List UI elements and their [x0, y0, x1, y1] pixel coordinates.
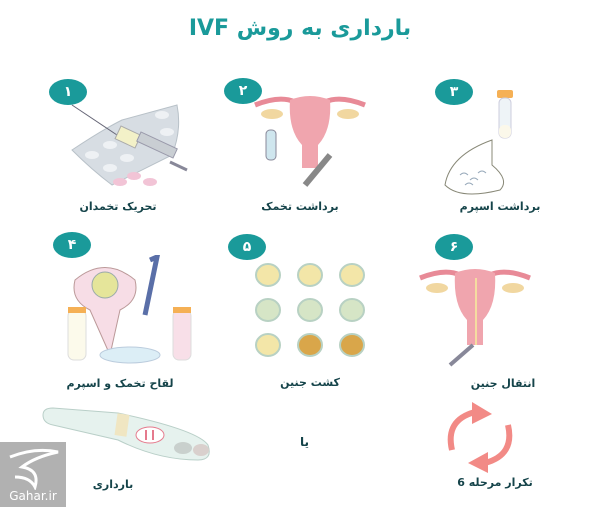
pregnancy-test-icon [42, 407, 210, 461]
watermark-text: Gahar.ir [9, 489, 57, 503]
step-4-label: لقاح تخمک و اسپرم [66, 377, 174, 390]
sperm-sample-tube-icon [444, 90, 513, 195]
repeat-cycle-icon [447, 402, 513, 473]
step-5-label: کشت جنین [280, 376, 340, 389]
step-6-label: انتقال جنین [470, 377, 536, 390]
step-1-badge: ۱ [49, 79, 87, 105]
embryo-culture-icon [255, 263, 365, 357]
step-2-label: برداشت تخمک [261, 200, 339, 213]
uterus-embryo-transfer-icon [419, 269, 531, 367]
petri-dish-fertilization-icon [67, 255, 192, 364]
repeat-label: تکرار مرحله 6 [457, 476, 533, 489]
watermark-logo: Gahar.ir [0, 442, 66, 507]
gahar-logo-icon [9, 448, 59, 492]
step-6-badge: ۶ [435, 234, 473, 260]
step-1-label: تحریک تخمدان [79, 200, 157, 213]
syringe-pills-icon [71, 104, 188, 186]
page-title: بارداری به روش IVF [188, 16, 412, 41]
step-4-badge: ۴ [53, 232, 91, 258]
step-3-label: برداشت اسپرم [459, 200, 541, 213]
step-5-badge: ۵ [228, 234, 266, 260]
uterus-egg-retrieval-icon [254, 96, 366, 187]
or-text: یا [300, 435, 310, 449]
step-2-badge: ۲ [224, 78, 262, 104]
step-3-badge: ۳ [435, 79, 473, 105]
pregnancy-label: بارداری [92, 478, 134, 491]
